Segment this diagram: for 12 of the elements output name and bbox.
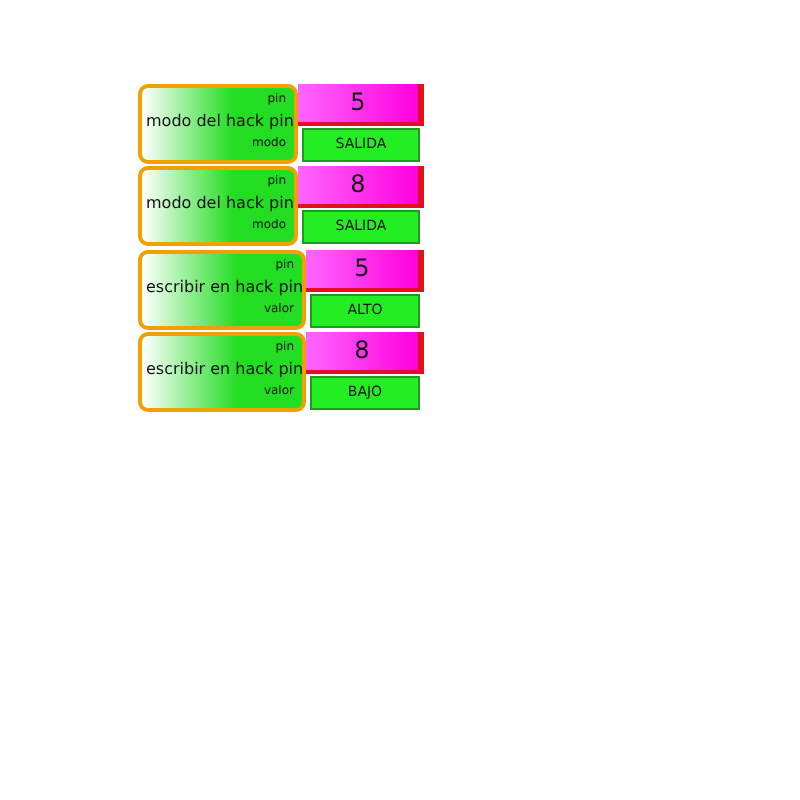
number-block: 8 <box>298 166 424 208</box>
block-label: modo del hack pin <box>146 194 294 212</box>
block-label: escribir en hack pin <box>146 360 304 378</box>
code-block <box>138 84 298 164</box>
block-label: modo del hack pin <box>146 112 294 130</box>
block-label: escribir en hack pin <box>146 278 304 296</box>
number-block: 8 <box>306 332 424 374</box>
number-block: 5 <box>306 250 424 292</box>
code-block <box>138 166 298 246</box>
code-block <box>138 332 306 412</box>
code-block <box>138 250 306 330</box>
number-block: 5 <box>298 84 424 126</box>
